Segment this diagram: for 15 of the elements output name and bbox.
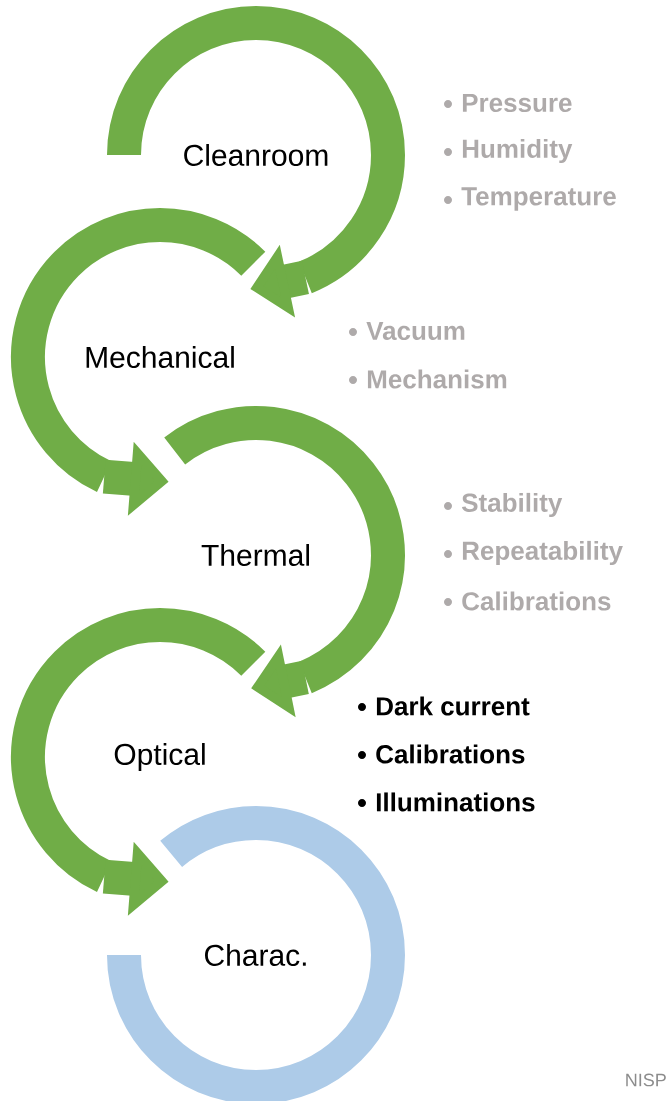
bullet-item: Stability	[444, 492, 563, 518]
ring-node: Mechanical	[11, 208, 265, 492]
bullet-item: Calibrations	[358, 744, 525, 764]
bullet-item: Repeatability	[444, 540, 623, 566]
ring-node: Thermal	[165, 406, 405, 693]
footer-text: NISP	[626, 1073, 666, 1087]
ring-node: Optical	[11, 608, 265, 892]
bullet-item: Temperature	[444, 187, 616, 211]
bullet-item: Pressure	[444, 93, 572, 113]
ring-node: Cleanroom	[107, 6, 405, 293]
bullet-item: Vacuum	[349, 321, 465, 341]
bullet-item: Dark current	[358, 696, 530, 716]
bullet-item: Calibrations	[444, 591, 611, 611]
bullet-item: Humidity	[444, 138, 573, 164]
bullet-item: Mechanism	[349, 369, 507, 389]
